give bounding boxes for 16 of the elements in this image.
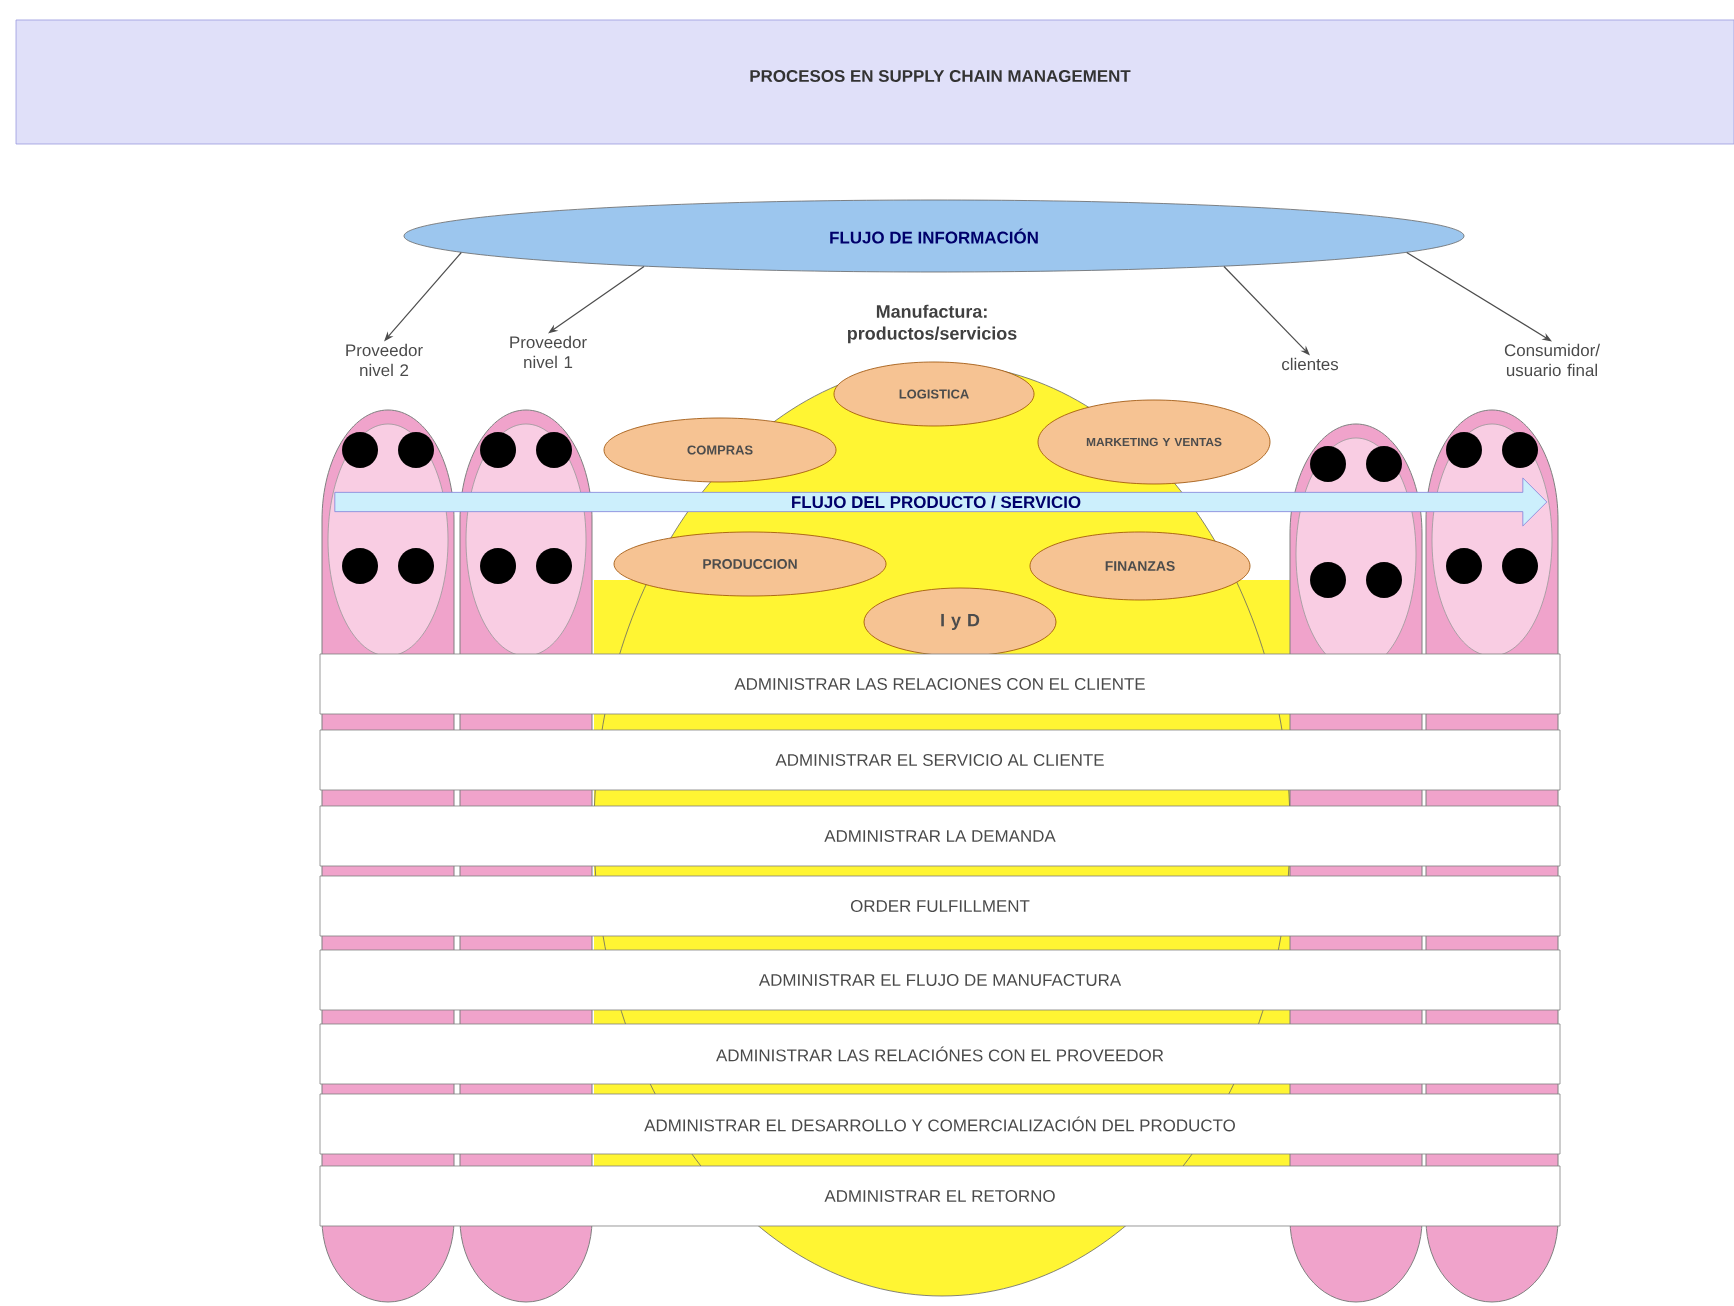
- party-label: Consumidor/ usuario final: [1504, 343, 1600, 377]
- party-label: Proveedor nivel 1: [510, 335, 587, 369]
- arrow: [548, 265, 645, 334]
- title-band: PROCESOS EN SUPPLY CHAIN MANAGEMENT: [15, 19, 1734, 145]
- process-band: ADMINISTRAR LA DEMANDA: [319, 805, 1561, 867]
- arrow: [1406, 251, 1552, 342]
- process-band: ADMINISTRAR LAS RELACIONES CON EL CLIENTE: [319, 653, 1561, 715]
- process-band: ADMINISTRAR EL SERVICIO AL CLIENTE: [319, 729, 1561, 791]
- process-band: ADMINISTRAR LAS RELACIÓNES CON EL PROVEEDOR: [319, 1023, 1561, 1085]
- process-band: ORDER FULFILLMENT: [319, 875, 1561, 937]
- party-label: Proveedor nivel 2: [346, 343, 423, 377]
- process-band: ADMINISTRAR EL RETORNO: [319, 1165, 1561, 1227]
- process-band: ADMINISTRAR EL DESARROLLO Y COMERCIALIZACIÓN DEL PRODUCTO: [319, 1093, 1561, 1155]
- process-band: ADMINISTRAR EL FLUJO DE MANUFACTURA: [319, 949, 1561, 1011]
- heading: Manufactura: productos/servicios: [848, 304, 1017, 344]
- party-label: clientes: [1282, 357, 1339, 371]
